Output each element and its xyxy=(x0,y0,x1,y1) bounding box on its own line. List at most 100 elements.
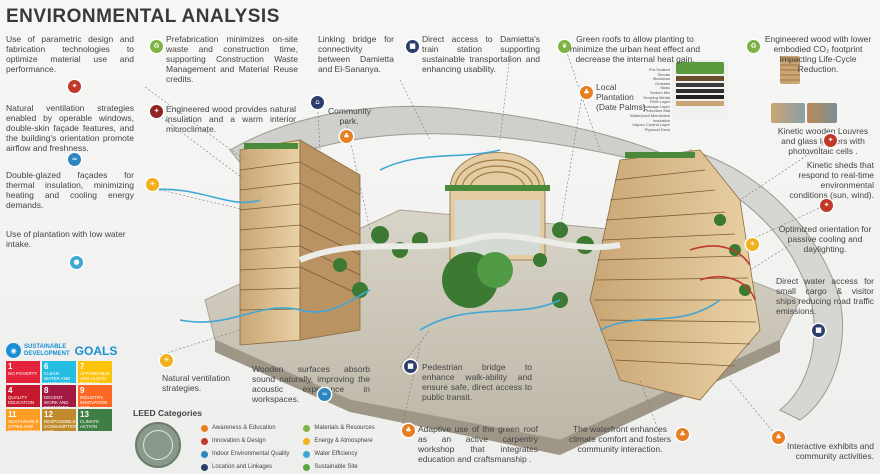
sdg-tile-number: 1 xyxy=(8,362,13,371)
page-title: ENVIRONMENTAL ANALYSIS xyxy=(6,6,280,27)
leed-category-icon xyxy=(303,437,311,445)
louvre-thumbnail-2 xyxy=(807,103,837,123)
right-road xyxy=(679,149,844,421)
airflow-arrows xyxy=(149,149,756,331)
annotation-kinetic-louvres: Kinetic wooden Louvres and glass louvers… xyxy=(777,126,869,156)
sdg-tile-number: 12 xyxy=(44,410,53,419)
sdg-tile-label: NO POVERTY xyxy=(8,371,38,376)
sdg-title-line1: SUSTAINABLE xyxy=(24,343,67,350)
right-tower xyxy=(589,149,761,401)
wood-material-icon: ♻ xyxy=(747,40,760,53)
leed-category-icon xyxy=(201,437,208,445)
park-icon: ♣ xyxy=(340,130,353,143)
green-roof-layer-label: Pre-Soaked xyxy=(648,67,670,72)
leed-category-item: Indoor Environmental Quality xyxy=(201,450,289,458)
green-roof-layer-label: Moss xyxy=(660,85,670,91)
leed-category-item: Materials & Resources xyxy=(303,424,375,432)
sdg-title-line2: DEVELOPMENT xyxy=(24,350,70,357)
sdg-tile-number: 8 xyxy=(44,386,49,395)
green-roof-layer-label: Growing Media xyxy=(643,94,670,100)
green-roof-vegetation-layer xyxy=(676,62,724,74)
leed-category-icon xyxy=(303,424,311,432)
green-roof-layer-label: Drainage Layer xyxy=(642,103,670,109)
usgbc-seal-logo xyxy=(135,422,181,468)
palm-icon: ♣ xyxy=(580,86,593,99)
sdg-tile-label: DECENT WORK AND ECONOMIC GROWTH xyxy=(44,395,69,407)
annotation-direct-water: Direct water access for small cargo & vi… xyxy=(776,276,874,316)
leaf-icon: ❦ xyxy=(558,40,571,53)
growing-media-layer xyxy=(676,76,724,81)
sdg-tile-number: 7 xyxy=(80,362,85,371)
sdg-tile-number: 6 xyxy=(44,362,49,371)
green-roof-layer-label: Filter Layer xyxy=(649,99,670,105)
annotation-engineered-wood-co2: Engineered wood with lower embodied CO₂ … xyxy=(764,34,872,74)
leed-category-item: Awareness & Education xyxy=(201,424,289,432)
kinetic-louvre-icon: ✦ xyxy=(824,134,837,147)
green-roof-layer-label: Vapour Control Layer xyxy=(632,122,670,128)
membrane-layer xyxy=(676,89,724,93)
plywood-deck-layer xyxy=(676,101,724,106)
sun-icon: ☀ xyxy=(146,178,159,191)
leed-category-label: Location and Linkages xyxy=(212,464,273,470)
sdg-tile-label: AFFORDABLE AND CLEAN ENERGY xyxy=(80,371,111,383)
green-roof-layer-label: Protection Mat xyxy=(644,108,670,114)
un-globe-icon: ◉ xyxy=(6,343,21,358)
annotation-double-glazed: Double-glazed façades for thermal insula… xyxy=(6,170,134,210)
leed-category-icon xyxy=(201,450,208,458)
community-icon: ♣ xyxy=(676,428,689,441)
green-roof-layer-label: Meadows xyxy=(652,76,670,82)
bus-icon: ■ xyxy=(404,360,417,373)
annotation-interactive-exhibits: Interactive exhibits and community activ… xyxy=(787,441,874,461)
green-roof-layer-label: Insulation xyxy=(652,117,670,123)
sdg-tile-number: 9 xyxy=(80,386,85,395)
green-roof-layer-label: Grasses xyxy=(655,80,670,86)
annotation-direct-access: Direct access to Damietta's train statio… xyxy=(422,34,540,74)
annotation-natural-ventilation-short: Natural ventilation strategies. xyxy=(162,373,231,393)
annotation-linking-bridge: Linking bridge for connectivity between … xyxy=(318,34,394,74)
sdg-tile-number: 13 xyxy=(80,410,89,419)
annotation-green-roofs: Green roofs to allow planting to minimiz… xyxy=(569,34,701,64)
annotation-plantation-water: Use of plantation with low water intake. xyxy=(6,229,126,249)
annotation-waterfront: The waterfront enhances climate comfort … xyxy=(568,424,672,454)
train-icon: ■ xyxy=(406,40,419,53)
leed-category-label: Innovation & Design xyxy=(212,438,266,444)
insulation-layer xyxy=(676,95,724,99)
sdg-tile-label: CLIMATE ACTION xyxy=(80,419,100,429)
leed-category-label: Indoor Environmental Quality xyxy=(212,451,290,457)
green-roof-layer-label: Sedum Mix xyxy=(649,89,670,95)
green-roof-layer-label: Shrubs xyxy=(657,71,670,77)
pedestrian-path xyxy=(298,232,621,263)
recycle-icon: ♻ xyxy=(150,40,163,53)
annotation-wooden-surfaces: Wooden surfaces absorb sound naturally, … xyxy=(252,364,370,404)
workshop-icon: ♣ xyxy=(402,424,415,437)
annotation-local-plantation: Local Plantation (Date Palms). xyxy=(596,82,648,112)
annotation-optimized-orientation: Optimized orientation for passive coolin… xyxy=(778,224,872,254)
sdg-goals-word: GOALS xyxy=(74,343,118,358)
sdg-tile-label: RESPONSIBLE CONSUMPTION AND PRODUCTION xyxy=(44,419,76,431)
annotation-pedestrian-bridge: Pedestrian bridge to enhance walk-abilit… xyxy=(422,362,532,402)
innovation-icon: ✦ xyxy=(68,80,81,93)
sdg-header: ◉ SUSTAINABLE DEVELOPMENT GOALS xyxy=(6,343,118,358)
ventilation-sun-icon: ☀ xyxy=(160,354,173,367)
leed-category-label: Materials & Resources xyxy=(314,425,375,431)
central-arch xyxy=(445,152,550,261)
leed-category-icon xyxy=(201,463,208,471)
sdg-title: SUSTAINABLE DEVELOPMENT xyxy=(24,344,70,358)
leed-category-label: Awareness & Education xyxy=(212,425,276,431)
wood-insulation-icon: ✦ xyxy=(150,105,163,118)
leed-category-label: Sustainable Site xyxy=(314,464,358,470)
leed-category-icon xyxy=(303,463,311,471)
annotation-kinetic-sheds: Kinetic sheds that respond to real-time … xyxy=(789,160,874,200)
leed-category-label: Water Efficiency xyxy=(314,451,358,457)
leed-category-item: Sustainable Site xyxy=(303,463,374,471)
drainage-layer xyxy=(676,83,724,87)
